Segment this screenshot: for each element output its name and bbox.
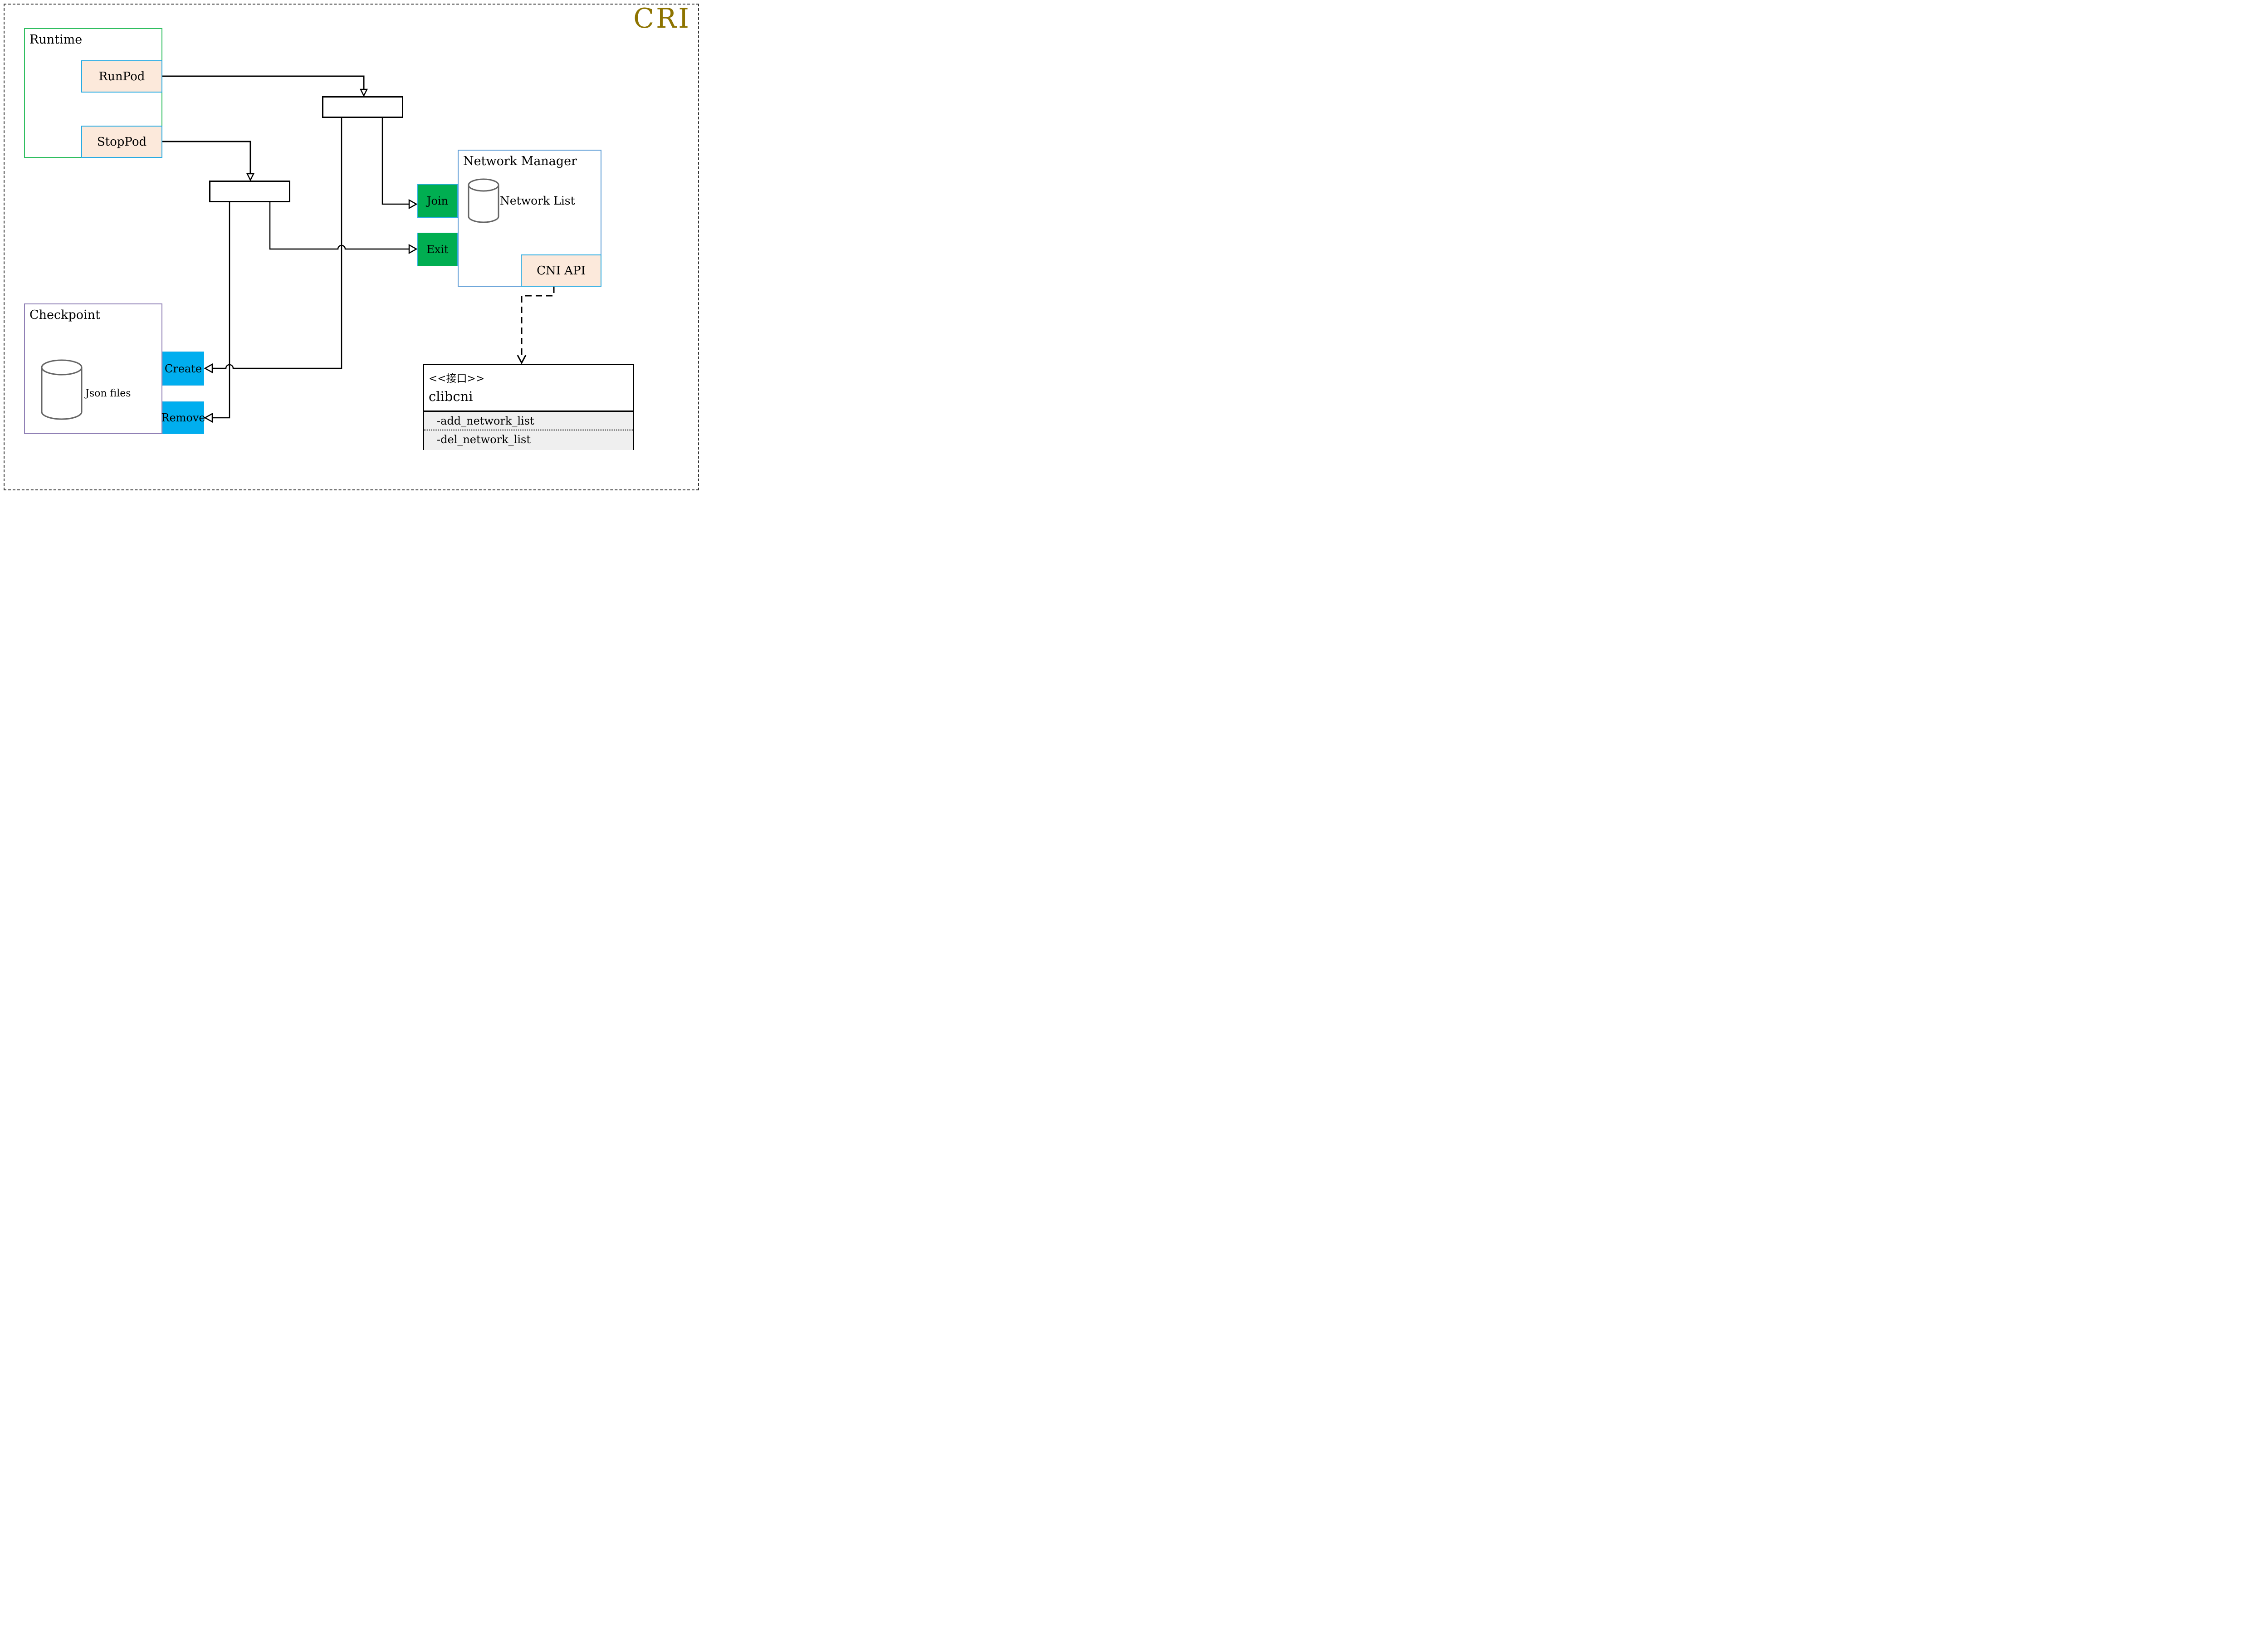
cni-api-box: CNI API	[521, 254, 601, 287]
exit-label: Exit	[426, 243, 449, 256]
runtime-label: Runtime	[29, 33, 83, 47]
checkpoint-label: Checkpoint	[29, 308, 100, 322]
clibcni-methods: -add_network_list -del_network_list	[424, 412, 633, 450]
json-files-label: Json files	[85, 388, 131, 399]
diagram-title: CRI	[633, 3, 691, 34]
runpod-label: RunPod	[98, 69, 145, 83]
checkpoint-container: Checkpoint	[24, 303, 162, 434]
join-box: Join	[417, 184, 458, 218]
exit-box: Exit	[417, 233, 458, 266]
remove-box: Remove	[161, 401, 205, 434]
create-label: Create	[164, 362, 202, 375]
clibcni-stereotype: <<接口>>	[429, 373, 485, 385]
clibcni-method-del: -del_network_list	[437, 433, 531, 446]
network-list-label: Network List	[500, 194, 575, 207]
stoppod-box: StopPod	[81, 126, 162, 158]
page-dashed-border	[4, 4, 699, 490]
stoppod-label: StopPod	[97, 135, 147, 149]
network-manager-label: Network Manager	[463, 154, 577, 168]
clibcni-method-add: -add_network_list	[424, 412, 633, 430]
cri-architecture-diagram: CRI Runtime RunPod StopPod Network Manag…	[0, 0, 703, 494]
runpod-box: RunPod	[81, 60, 162, 93]
remove-label: Remove	[161, 411, 205, 424]
clibcni-name: clibcni	[429, 389, 473, 404]
cni-api-label: CNI API	[537, 264, 586, 278]
process-box-top	[322, 96, 403, 118]
create-box: Create	[162, 352, 204, 386]
clibcni-header: <<接口>> clibcni	[424, 365, 633, 412]
clibcni-interface-box: <<接口>> clibcni -add_network_list -del_ne…	[423, 364, 634, 450]
join-label: Join	[426, 195, 449, 207]
process-box-middle	[209, 181, 290, 202]
